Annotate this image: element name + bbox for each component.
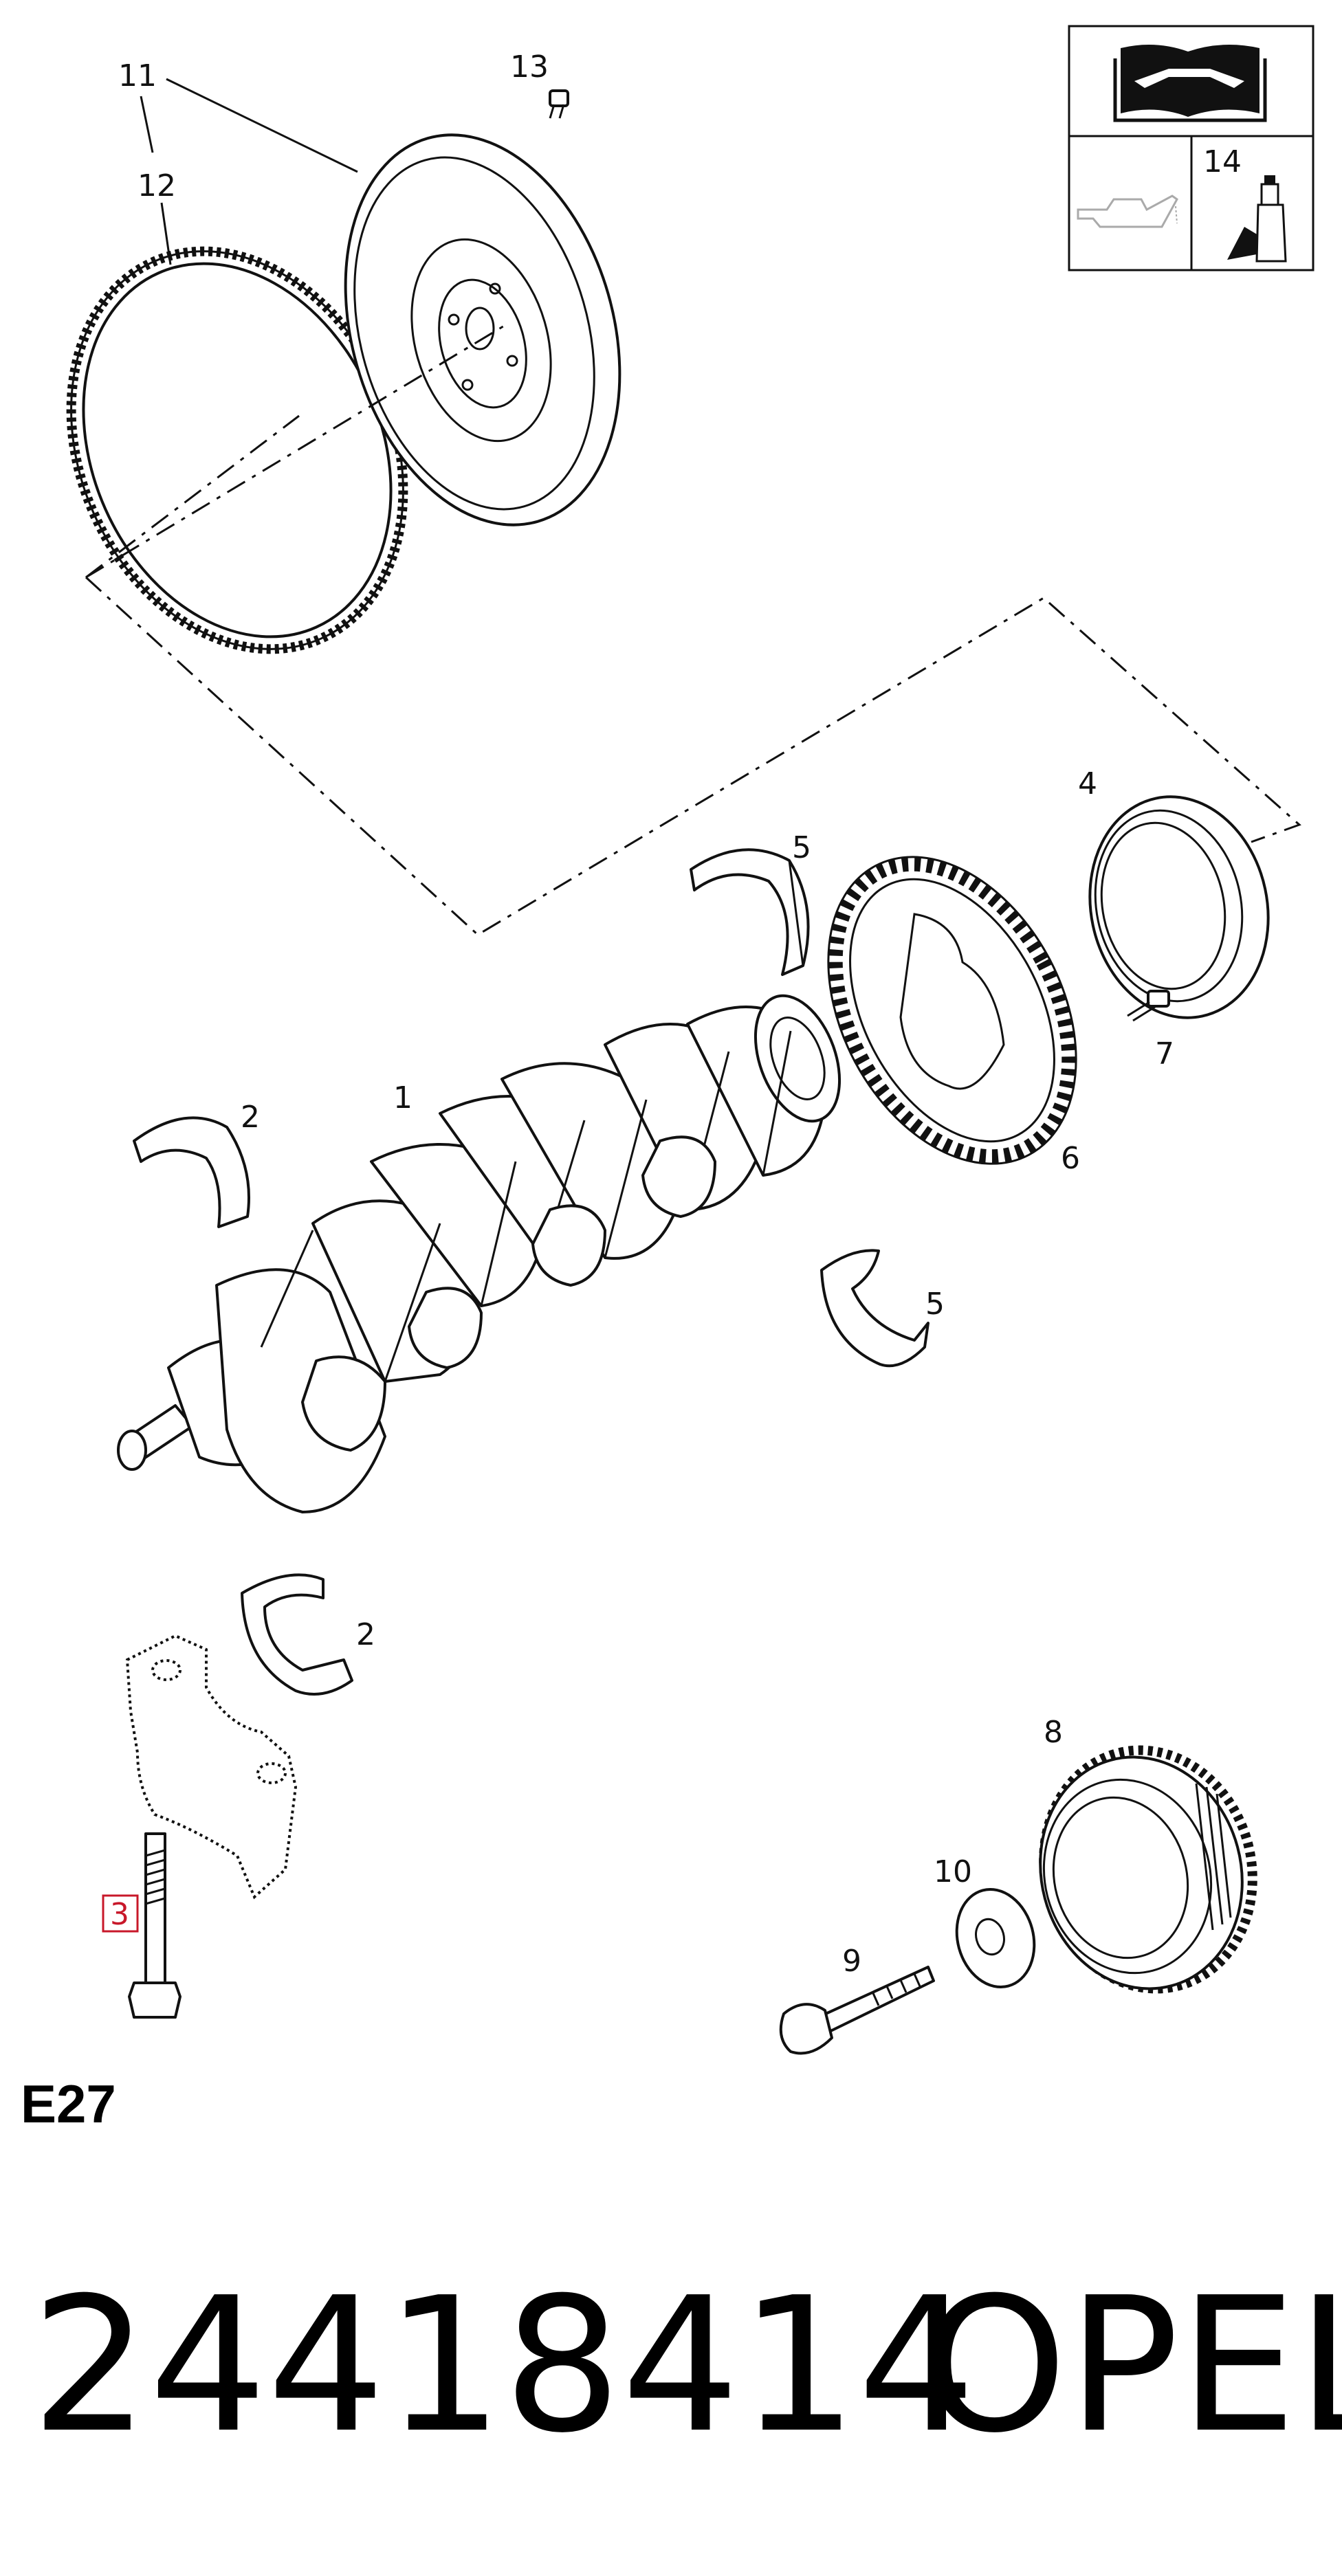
section-code: E27 [21, 2074, 116, 2134]
callout-8: 8 [1044, 1715, 1063, 1750]
reluctor-wheel [827, 856, 1077, 1165]
brand-name: OPEL [921, 2257, 1342, 2474]
callout-4: 4 [1078, 766, 1097, 801]
alignment-line [85, 414, 1301, 936]
callout-13: 13 [510, 49, 549, 85]
bearing-shell-lower [820, 1249, 930, 1368]
part-number: 24418414 [31, 2257, 976, 2474]
flywheel [344, 133, 622, 526]
callout-14: 14 [1203, 144, 1242, 179]
bearing-shell-left-upper [133, 1116, 250, 1228]
bearing-shell-upper [690, 848, 810, 976]
manual-book-wrench-icon [1113, 45, 1267, 122]
callout-2-lower: 2 [356, 1617, 375, 1652]
callout-11: 11 [118, 58, 157, 93]
callout-10: 10 [934, 1854, 972, 1889]
washer [955, 1888, 1036, 1988]
callout-3-highlighted: 3 [110, 1897, 129, 1932]
bearing-shell-left-lower [241, 1573, 353, 1696]
callout-5-lower: 5 [925, 1287, 945, 1322]
bolt-13 [549, 89, 569, 119]
screw-7 [1127, 990, 1170, 1022]
bearing-cap-bolt [128, 1832, 182, 2019]
callout-9: 9 [842, 1944, 861, 1979]
callout-12: 12 [138, 168, 176, 203]
callout-labels: 11 12 13 4 5 7 2 1 6 5 2 8 10 9 3 [102, 49, 1174, 1979]
bearing-cap [125, 1634, 298, 1900]
damper-pulley [1039, 1745, 1257, 1994]
seal-ring [1088, 795, 1270, 1019]
callout-5-upper: 5 [792, 830, 811, 865]
callout-2-upper: 2 [241, 1100, 260, 1135]
sealant-tube-icon [1227, 175, 1287, 263]
oil-can-icon [1077, 195, 1178, 228]
crankshaft [117, 994, 842, 1513]
callout-1: 1 [393, 1080, 412, 1115]
pulley-bolt [779, 1966, 935, 2055]
callout-7: 7 [1155, 1036, 1174, 1072]
callout-6: 6 [1061, 1141, 1080, 1176]
highlight-box [102, 1894, 139, 1933]
legend-box: 14 [1068, 25, 1314, 271]
